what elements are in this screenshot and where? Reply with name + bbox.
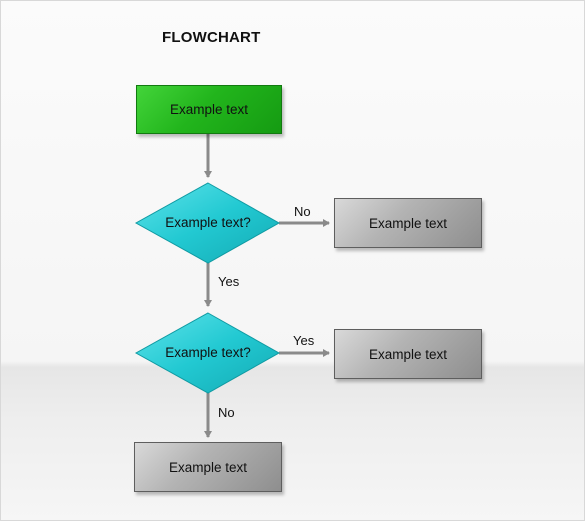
start-process-box: Example text [136, 85, 282, 134]
edge-label-d1-no: No [294, 204, 311, 219]
outcome2-box: Example text [334, 329, 482, 379]
decision1-diamond [134, 182, 281, 264]
decision2-diamond [134, 312, 281, 394]
decision2-text: Example text? [165, 345, 251, 360]
outcome1-box: Example text [334, 198, 482, 248]
edge-label-d1-yes: Yes [218, 274, 240, 289]
start-process-text: Example text [169, 102, 249, 117]
diagram-title: FLOWCHART [162, 29, 261, 46]
edge-label-d2-yes: Yes [293, 333, 315, 348]
outcome2-text: Example text [368, 346, 448, 362]
outcome1-text: Example text [368, 215, 448, 231]
edge-label-d2-no: No [218, 405, 235, 420]
end-box: Example text [134, 442, 282, 492]
end-text: Example text [168, 459, 248, 475]
decision1-text: Example text? [165, 215, 251, 230]
